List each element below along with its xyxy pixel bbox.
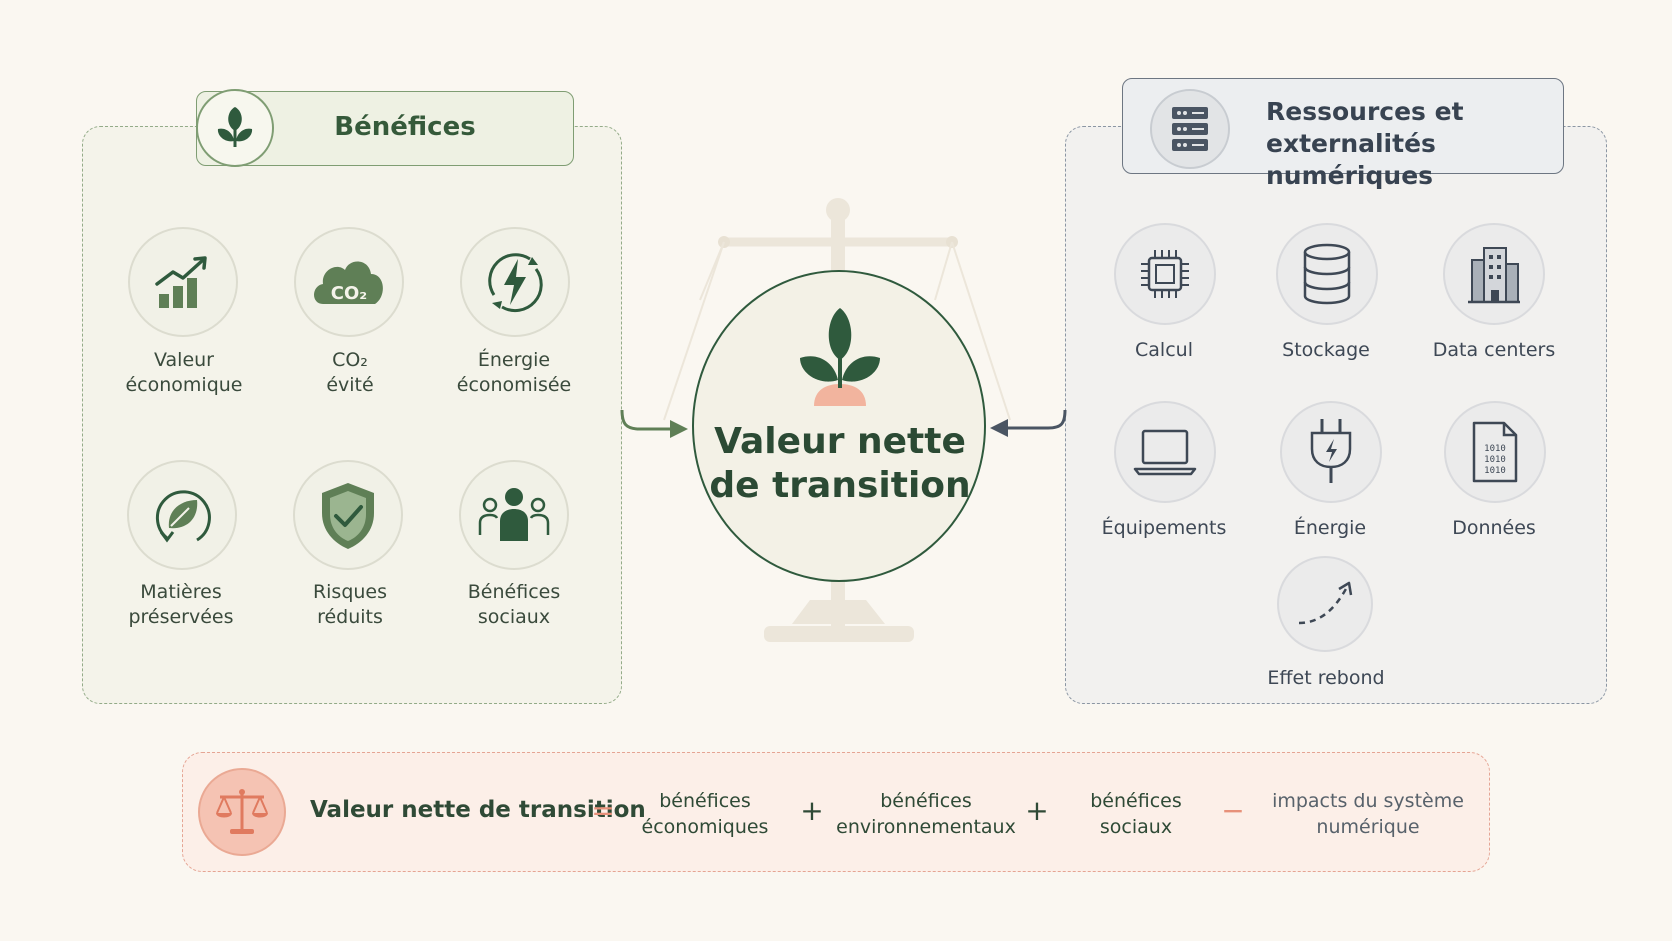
storage-badge	[1276, 223, 1378, 325]
benefit-label-line: économique	[125, 374, 243, 396]
formula-term-economic: bénéfices économiques	[625, 788, 785, 840]
benefit-label-line: sociaux	[477, 606, 551, 628]
database-icon	[1303, 243, 1351, 305]
center-title: Valeur nette de transition	[700, 420, 980, 508]
rebound-effect-badge	[1277, 556, 1373, 652]
formula-minus: −	[1221, 794, 1245, 827]
social-benefits-badge	[459, 460, 569, 570]
formula-icon-badge	[198, 768, 286, 856]
formula-term-line: sociaux	[1099, 816, 1173, 838]
resources-to-center-arrow	[990, 409, 1067, 437]
resource-label-storage: Stockage	[1282, 339, 1370, 361]
benefit-label-line: Énergie	[477, 349, 551, 371]
benefit-label-line: Matières	[140, 581, 222, 603]
recycled-leaf-icon	[155, 490, 211, 543]
benefit-label-social: Bénéfices sociaux	[434, 580, 594, 630]
benefit-label-line: CO₂	[332, 349, 368, 371]
cpu-chip-icon	[1141, 250, 1189, 298]
building-icon	[1468, 247, 1520, 304]
risks-reduced-badge	[293, 460, 403, 570]
energy-bolt-icon	[488, 253, 543, 313]
binary-text-line: 1010	[1484, 466, 1506, 476]
server-stack-icon	[1172, 107, 1208, 151]
formula-term-line: bénéfices	[659, 790, 751, 812]
resources-title: Ressources et externalités numériques	[1266, 96, 1566, 192]
resource-label-data: Données	[1452, 517, 1536, 539]
power-plug-icon	[1310, 419, 1352, 483]
formula-term-line: bénéfices	[880, 790, 972, 812]
benefit-label-line: économisée	[456, 374, 572, 396]
formula-plus-1: +	[800, 794, 824, 827]
benefits-panel	[82, 126, 622, 704]
shield-check-icon	[322, 483, 374, 549]
formula-term-line: bénéfices	[1090, 790, 1182, 812]
co2-avoided-badge: CO₂	[294, 227, 404, 337]
benefit-label-co2: CO₂ évité	[270, 348, 430, 398]
data-centers-badge	[1443, 223, 1545, 325]
formula-term-social: bénéfices sociaux	[1066, 788, 1206, 840]
formula-equals: =	[591, 794, 615, 827]
benefit-label-line: Risques	[312, 581, 388, 603]
benefit-label-line: réduits	[317, 606, 383, 628]
people-icon	[478, 488, 550, 541]
benefit-label-line: préservées	[128, 606, 234, 628]
resources-title-line: externalités numériques	[1266, 129, 1436, 190]
data-badge: 1010 1010 1010	[1444, 401, 1546, 503]
formula-term-line: environnementaux	[836, 816, 1016, 838]
resource-label-rebound: Effet rebond	[1267, 667, 1385, 689]
rebound-arrow-icon	[1298, 581, 1353, 625]
benefit-label-line: évité	[326, 374, 374, 396]
resources-title-line: Ressources et	[1266, 97, 1464, 126]
benefit-label-materials: Matières préservées	[101, 580, 261, 630]
formula-term-digital-impacts: impacts du système numérique	[1258, 788, 1478, 840]
formula-term-line: impacts du système	[1272, 790, 1464, 812]
laptop-icon	[1133, 429, 1197, 476]
resource-label-equipment: Équipements	[1101, 517, 1227, 539]
benefit-label-risks: Risques réduits	[270, 580, 430, 630]
resource-label-compute: Calcul	[1135, 339, 1193, 361]
value-economic-badge	[128, 227, 238, 337]
binary-file-icon: 1010 1010 1010	[1472, 421, 1518, 483]
resources-header-icon-badge	[1150, 89, 1230, 169]
center-title-line: de transition	[709, 465, 971, 506]
energy-saved-badge	[460, 227, 570, 337]
growth-chart-icon	[155, 256, 207, 308]
sprout-icon	[800, 308, 880, 406]
benefits-header-icon-badge	[196, 89, 274, 167]
benefit-label-line: Bénéfices	[467, 581, 561, 603]
resource-label-datacenters: Data centers	[1432, 339, 1556, 361]
formula-box	[182, 752, 1490, 872]
binary-text-line: 1010	[1484, 455, 1506, 465]
benefit-label-energy: Énergie économisée	[434, 348, 594, 398]
energy-badge	[1280, 401, 1382, 503]
formula-title: Valeur nette de transition	[310, 797, 646, 823]
equipment-badge	[1114, 401, 1216, 503]
benefit-label-line: Valeur	[154, 349, 214, 371]
co2-icon-text: CO₂	[331, 283, 367, 304]
sprout-icon	[217, 107, 253, 147]
co2-cloud-icon: CO₂	[314, 261, 383, 304]
benefits-title: Bénéfices	[334, 112, 476, 142]
formula-term-environmental: bénéfices environnementaux	[836, 788, 1016, 840]
benefits-to-center-arrow	[620, 409, 688, 438]
resource-label-energy: Énergie	[1293, 517, 1367, 539]
formula-term-line: économiques	[641, 816, 769, 838]
formula-term-line: numérique	[1316, 816, 1420, 838]
compute-badge	[1114, 223, 1216, 325]
benefit-label-economic: Valeur économique	[104, 348, 264, 398]
formula-plus-2: +	[1025, 794, 1049, 827]
binary-text-line: 1010	[1484, 444, 1506, 454]
balance-scale-icon	[216, 789, 268, 834]
center-title-line: Valeur nette	[714, 421, 966, 462]
materials-preserved-badge	[127, 460, 237, 570]
